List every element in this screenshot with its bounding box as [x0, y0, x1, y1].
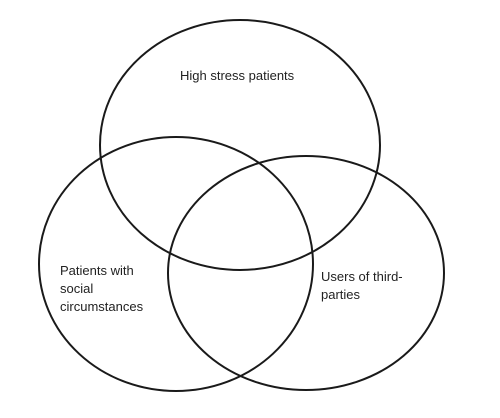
- label-high-stress-patients: High stress patients: [180, 68, 295, 83]
- label-patients-social-circumstances: Patients with social circumstances: [60, 263, 144, 314]
- circle-users-third-parties: [167, 155, 445, 391]
- circle-patients-social-circumstances: [38, 136, 314, 392]
- circle-high-stress-patients: [99, 19, 381, 271]
- label-users-third-parties: Users of third- parties: [321, 269, 406, 302]
